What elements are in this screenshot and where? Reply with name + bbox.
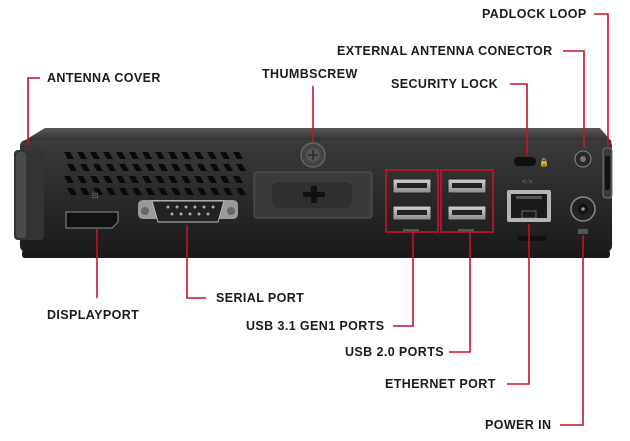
vent-slot	[90, 152, 100, 159]
label-power-in: POWER IN	[485, 418, 552, 432]
vent-slot	[236, 164, 246, 171]
vent-slot	[119, 164, 129, 171]
vent-slot	[80, 164, 90, 171]
leader-lines	[27, 13, 609, 426]
label-external-antenna-connector: EXTERNAL ANTENNA CONECTOR	[337, 44, 553, 58]
vent-slot	[145, 188, 155, 195]
vent-slot	[171, 188, 181, 195]
vent-slot	[158, 188, 168, 195]
label-usb31-ports: USB 3.1 GEN1 PORTS	[246, 319, 385, 333]
vent-slot	[194, 152, 204, 159]
vent-slot	[77, 176, 87, 183]
vent-slot	[220, 176, 230, 183]
vent-slot	[93, 164, 103, 171]
vent-slot	[197, 188, 207, 195]
vent-slot	[181, 152, 191, 159]
vent-slot	[223, 164, 233, 171]
vent-slot	[129, 176, 139, 183]
vent-slot	[223, 188, 233, 195]
vent-slot	[207, 176, 217, 183]
vent-slot	[77, 152, 87, 159]
label-thumbscrew: THUMBSCREW	[262, 67, 358, 81]
label-usb20-ports: USB 2.0 PORTS	[345, 345, 444, 359]
vent-slot	[233, 152, 243, 159]
vent-slot	[132, 164, 142, 171]
usb31-port-group	[392, 178, 432, 232]
vent-slot	[67, 188, 77, 195]
serial-port-connector	[138, 200, 238, 223]
label-serial-port: SERIAL PORT	[216, 291, 305, 305]
vent-slot	[142, 176, 152, 183]
vent-slot	[145, 164, 155, 171]
vent-slot	[197, 164, 207, 171]
vent-slot	[129, 152, 139, 159]
vent-slot	[207, 152, 217, 159]
thumbscrew-knob	[300, 142, 326, 168]
vent-slot	[236, 188, 246, 195]
label-ethernet-port: ETHERNET PORT	[385, 377, 496, 391]
vent-slot	[103, 176, 113, 183]
vent-slot	[168, 176, 178, 183]
vent-slot	[210, 188, 220, 195]
leader-power-in	[560, 235, 584, 426]
label-padlock-loop: PADLOCK LOOP	[482, 7, 587, 21]
leader-usb20	[449, 232, 471, 353]
vent-slot	[64, 152, 74, 159]
padlock-loop	[602, 147, 613, 199]
vent-slot	[132, 188, 142, 195]
expansion-cover-plate	[253, 171, 373, 219]
vent-slot	[142, 152, 152, 159]
vent-slot	[233, 176, 243, 183]
vent-slot	[116, 176, 126, 183]
vent-grille	[64, 152, 246, 195]
vent-slot	[194, 176, 204, 183]
leader-external-antenna	[563, 50, 585, 148]
vent-slot	[184, 188, 194, 195]
ethernet-port: <·>	[507, 179, 551, 241]
vent-slot	[90, 176, 100, 183]
leader-security-lock	[510, 83, 528, 155]
vent-slot	[168, 152, 178, 159]
vent-slot	[116, 152, 126, 159]
svg-text:⊡: ⊡	[92, 191, 99, 200]
security-lock-slot: 🔒	[514, 157, 549, 167]
svg-text:🔒: 🔒	[539, 158, 549, 167]
vent-slot	[64, 176, 74, 183]
label-security-lock: SECURITY LOCK	[391, 77, 499, 91]
label-displayport: DISPLAYPORT	[47, 308, 140, 322]
external-antenna-connector	[574, 150, 592, 168]
vent-slot	[103, 152, 113, 159]
vent-slot	[171, 164, 181, 171]
antenna-cover	[14, 150, 44, 240]
leader-antenna-cover	[27, 77, 40, 145]
usb-highlight-boxes	[385, 169, 494, 233]
svg-text:<·>: <·>	[522, 179, 533, 186]
vent-slot	[210, 164, 220, 171]
leader-ethernet	[507, 224, 530, 385]
leader-padlock-loop	[594, 13, 609, 146]
vent-slot	[67, 164, 77, 171]
displayport-connector: ⊡	[65, 191, 119, 229]
usb20-port-group	[447, 178, 487, 232]
vent-slot	[119, 188, 129, 195]
vent-slot	[181, 176, 191, 183]
vent-slot	[106, 164, 116, 171]
vent-slot	[184, 164, 194, 171]
vent-slot	[93, 188, 103, 195]
vent-slot	[80, 188, 90, 195]
vent-slot	[220, 152, 230, 159]
vent-slot	[158, 164, 168, 171]
vent-slot	[155, 176, 165, 183]
power-in-jack	[570, 196, 596, 234]
leader-usb31	[393, 232, 414, 327]
vent-slot	[155, 152, 165, 159]
label-antenna-cover: ANTENNA COVER	[47, 71, 161, 85]
vent-slot	[106, 188, 116, 195]
leader-serial-port	[186, 225, 206, 299]
